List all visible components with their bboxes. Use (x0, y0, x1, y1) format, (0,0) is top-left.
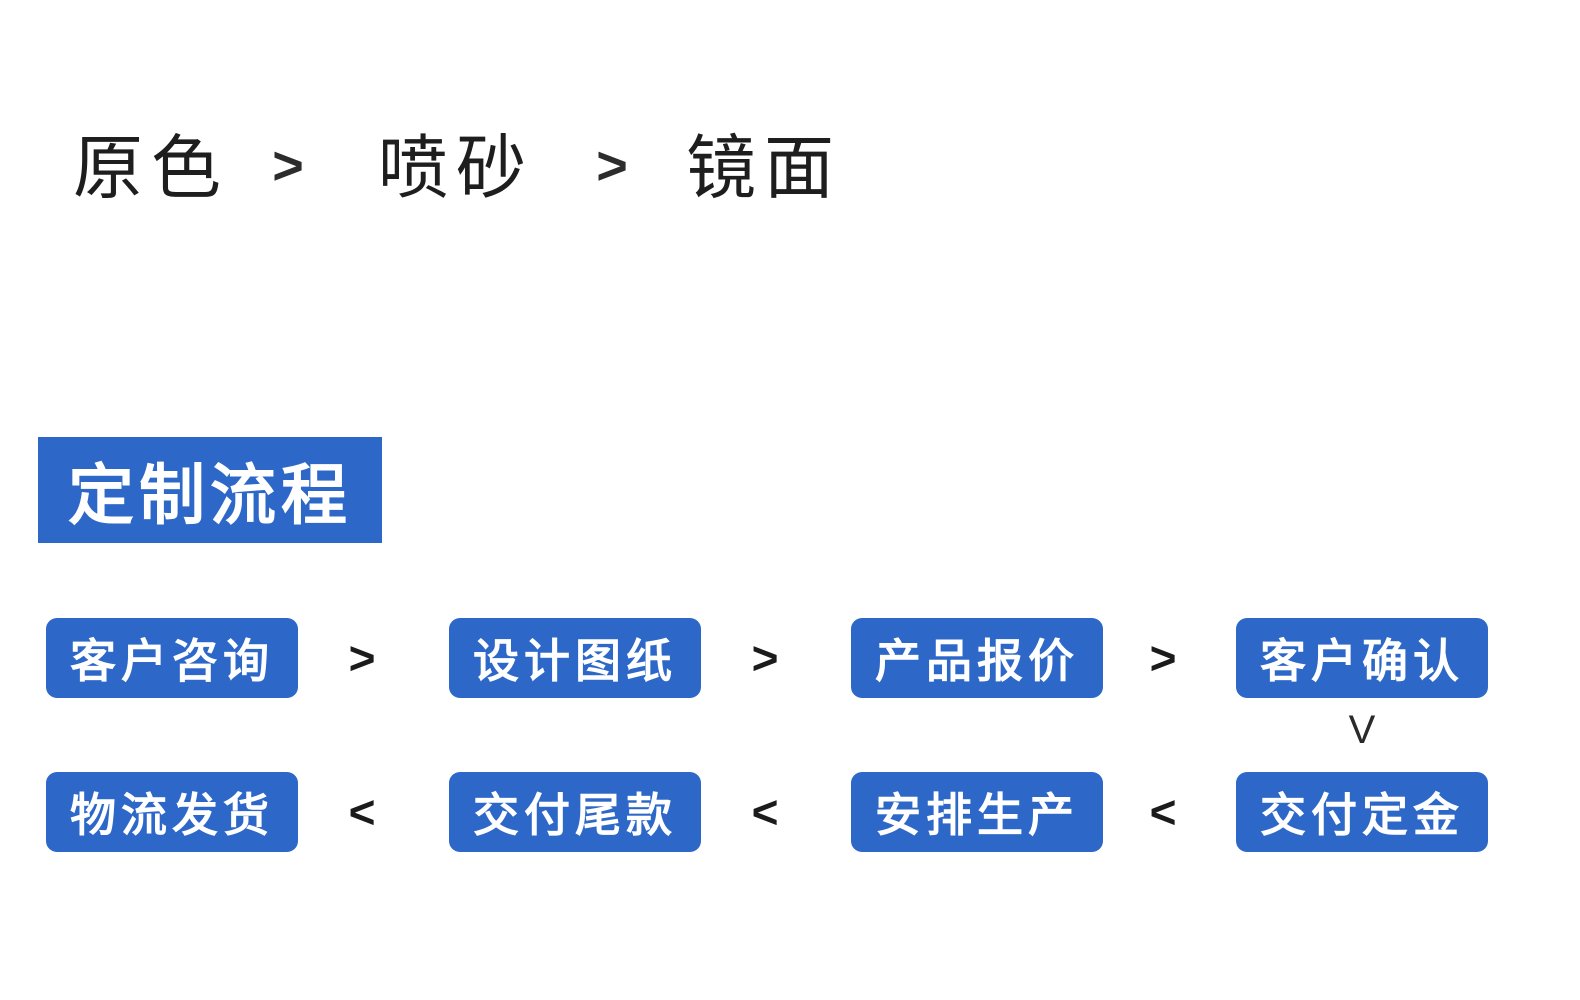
flow-step-customer-confirm: 客户确认 (1236, 618, 1488, 698)
finish-option-sandblast: 喷砂 (378, 129, 534, 207)
flow-step-design-drawing: 设计图纸 (449, 618, 701, 698)
chevron-left-icon: < (1149, 786, 1177, 838)
chevron-down-icon: V (1348, 708, 1376, 752)
flow-step-product-quote: 产品报价 (851, 618, 1103, 698)
chevron-right-icon: > (1149, 632, 1177, 684)
chevron-left-icon: < (751, 786, 779, 838)
chevron-right-icon: > (348, 632, 376, 684)
flow-step-pay-deposit: 交付定金 (1236, 772, 1488, 852)
section-header-banner: 定制流程 (38, 437, 382, 543)
flow-step-arrange-production: 安排生产 (851, 772, 1103, 852)
flow-step-logistics-shipping: 物流发货 (46, 772, 298, 852)
chevron-left-icon: < (348, 786, 376, 838)
chevron-right-icon: > (596, 136, 628, 196)
section-title: 定制流程 (68, 458, 352, 532)
finish-option-original-color: 原色 (73, 129, 229, 207)
chevron-right-icon: > (751, 632, 779, 684)
flow-step-pay-balance: 交付尾款 (449, 772, 701, 852)
finish-option-mirror: 镜面 (686, 129, 842, 207)
flow-step-customer-inquiry: 客户咨询 (46, 618, 298, 698)
chevron-right-icon: > (272, 136, 304, 196)
